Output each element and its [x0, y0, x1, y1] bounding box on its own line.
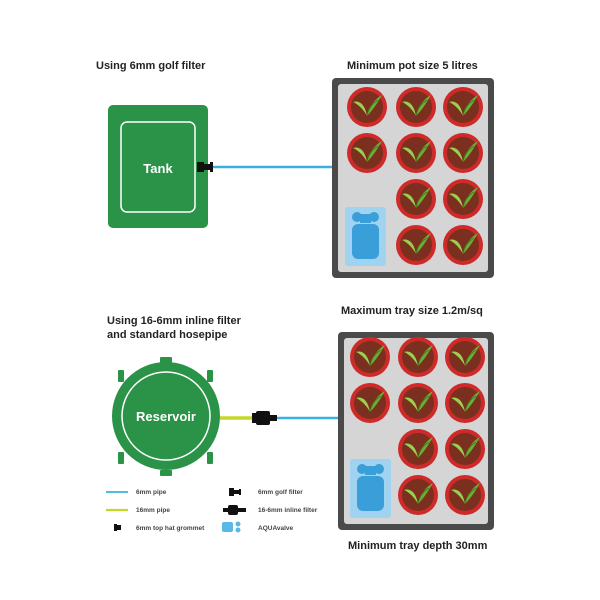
pot	[444, 382, 486, 424]
golf-filter	[197, 162, 213, 172]
pot	[444, 336, 486, 378]
bottom-title-right: Maximum tray size 1.2m/sq	[341, 305, 483, 317]
pot	[444, 428, 486, 470]
pot	[395, 132, 437, 174]
legend-aquavalve: AQUAvalve	[258, 525, 294, 532]
legend-golf-filter: 6mm golf filter	[258, 489, 303, 496]
pot	[444, 474, 486, 516]
pot	[442, 132, 484, 174]
pot	[397, 336, 439, 378]
legend-6mm-pipe: 6mm pipe	[136, 489, 167, 496]
reservoir-label: Reservoir	[136, 409, 196, 424]
pot	[395, 224, 437, 266]
inline-filter-icon	[223, 505, 246, 515]
pot	[442, 86, 484, 128]
pot	[442, 178, 484, 220]
top-title-left: Using 6mm golf filter	[96, 60, 206, 72]
legend: 6mm pipe 16mm pipe 6mm top hat grommet 6…	[106, 488, 318, 533]
grommet-icon	[114, 524, 121, 531]
legend-grommet: 6mm top hat grommet	[136, 525, 205, 532]
tank-label: Tank	[143, 161, 173, 176]
pot	[397, 474, 439, 516]
pot	[397, 382, 439, 424]
pot	[346, 132, 388, 174]
pot	[397, 428, 439, 470]
legend-inline-filter: 16-6mm inline filter	[258, 507, 318, 514]
golf-filter-icon	[229, 488, 241, 496]
pot	[349, 382, 391, 424]
pot	[442, 224, 484, 266]
legend-16mm-pipe: 16mm pipe	[136, 507, 170, 514]
bottom-aquavalve	[350, 459, 391, 518]
pot	[346, 86, 388, 128]
bottom-title-left-line1: Using 16-6mm inline filter	[107, 315, 242, 327]
top-title-right: Minimum pot size 5 litres	[347, 60, 478, 72]
inline-filter	[252, 411, 277, 425]
pot	[349, 336, 391, 378]
bottom-footer: Minimum tray depth 30mm	[348, 540, 488, 552]
top-aquavalve	[345, 207, 386, 266]
reservoir: Reservoir	[112, 357, 220, 476]
pot	[395, 178, 437, 220]
pot	[395, 86, 437, 128]
bottom-title-left-line2: and standard hosepipe	[107, 329, 227, 341]
tank: Tank	[108, 105, 208, 228]
aquavalve-icon	[222, 521, 241, 533]
